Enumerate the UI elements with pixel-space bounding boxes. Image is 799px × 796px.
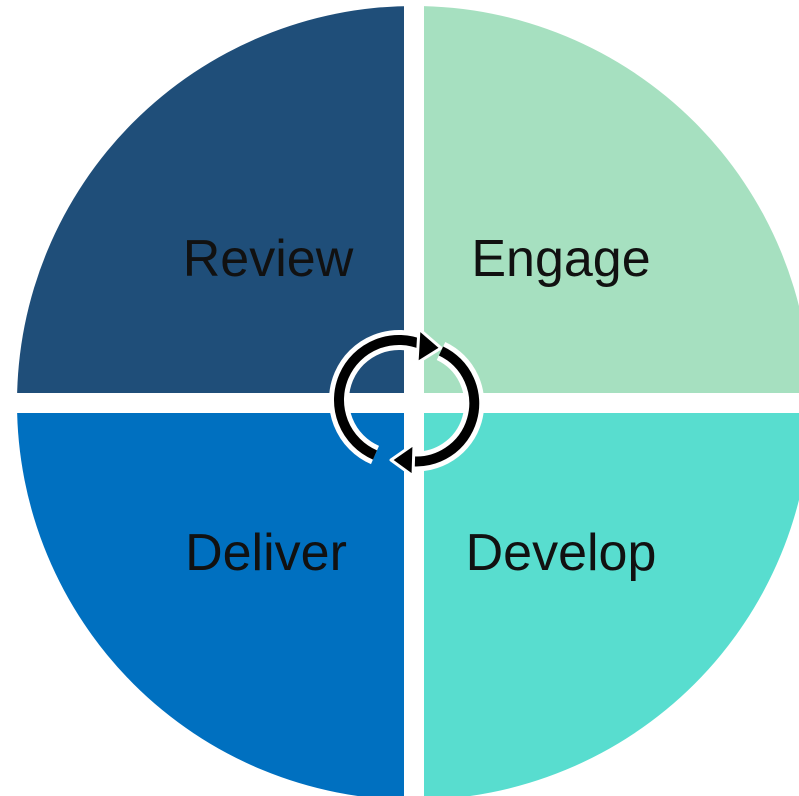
cycle-arrows-icon bbox=[329, 327, 485, 478]
label-engage: Engage bbox=[471, 230, 650, 288]
label-review: Review bbox=[183, 230, 354, 288]
quadrant-review bbox=[17, 6, 404, 393]
quadrant-engage bbox=[424, 6, 799, 393]
quadrant-develop bbox=[424, 413, 799, 796]
label-develop: Develop bbox=[466, 524, 657, 582]
quadrant-deliver bbox=[17, 413, 404, 796]
label-deliver: Deliver bbox=[185, 524, 347, 582]
